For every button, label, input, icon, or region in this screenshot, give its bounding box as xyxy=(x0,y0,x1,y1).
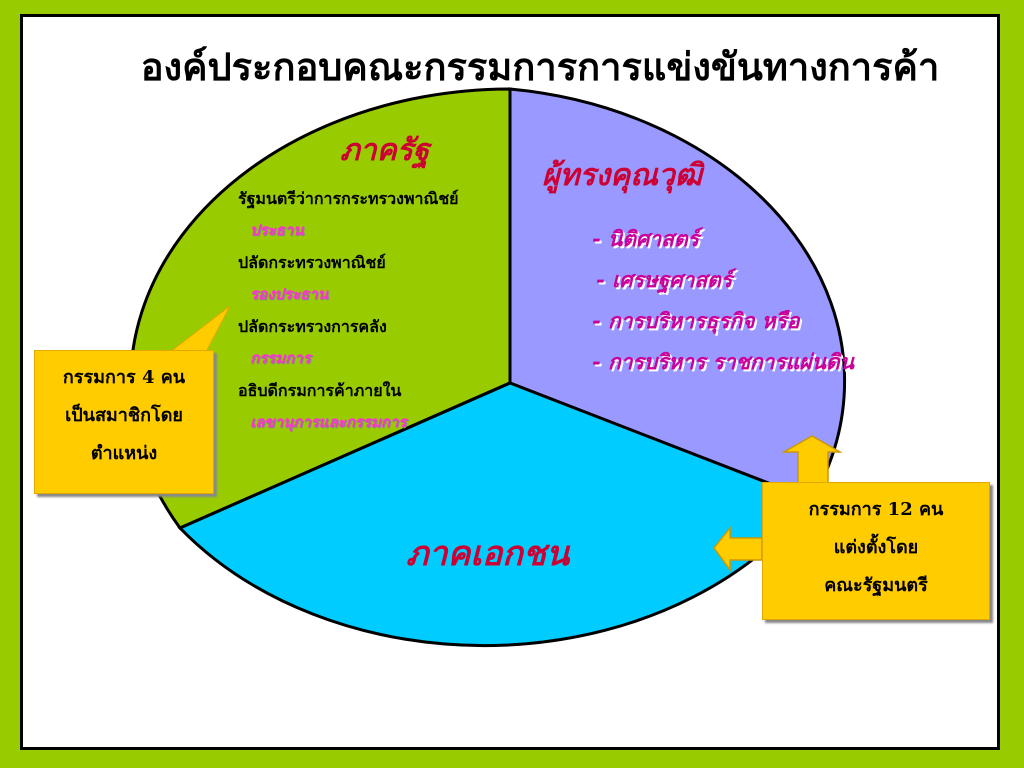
government-member-name: รัฐมนตรีว่าการกระทรวงพาณิชย์ xyxy=(238,189,459,208)
government-member-role: เลขานุการและกรรมการ xyxy=(250,413,407,431)
government-members-list: รัฐมนตรีว่าการกระทรวงพาณิชย์ ประธาน ปลัด… xyxy=(238,182,508,438)
government-member-role: ประธาน xyxy=(250,221,304,239)
government-member-name: ปลัดกระทรวงพาณิชย์ xyxy=(238,253,386,272)
ex-officio-members-callout: กรรมการ 4 คน เป็นสมาชิกโดย ตำแหน่ง xyxy=(34,350,214,494)
callout-line: กรรมการ 12 คน xyxy=(808,499,944,520)
callout-line: แต่งตั้งโดย xyxy=(833,537,919,558)
expert-field-item: - เศรษฐศาสตร์ xyxy=(596,267,733,292)
private-sector-title: ภาคเอกชน xyxy=(406,534,570,574)
experts-sector-slice xyxy=(508,87,847,502)
page-title: องค์ประกอบคณะกรรมการการแข่งขันทางการค้า xyxy=(140,44,940,89)
experts-fields-list: - นิติศาสตร์ - เศรษฐศาสตร์ - การบริหารธุ… xyxy=(592,218,854,382)
callout-line: คณะรัฐมนตรี xyxy=(824,575,928,596)
callout-line: ตำแหน่ง xyxy=(90,443,158,464)
callout-line: เป็นสมาชิกโดย xyxy=(65,405,183,426)
government-member-role: กรรมการ xyxy=(250,349,311,367)
experts-sector-title: ผู้ทรงคุณวุฒิ xyxy=(542,158,702,193)
expert-field-item: - การบริหาร ราชการแผ่นดิน xyxy=(592,349,854,374)
appointed-members-callout: กรรมการ 12 คน แต่งตั้งโดย คณะรัฐมนตรี xyxy=(762,482,990,620)
expert-field-item: - นิติศาสตร์ xyxy=(592,226,699,251)
government-member-name: ปลัดกระทรวงการคลัง xyxy=(238,317,387,336)
callout-line: กรรมการ 4 คน xyxy=(62,367,186,388)
government-member-name: อธิบดีกรมการค้าภายใน xyxy=(238,381,402,400)
government-sector-title: ภาครัฐ xyxy=(340,133,430,168)
expert-field-item: - การบริหารธุรกิจ หรือ xyxy=(592,308,800,333)
government-member-role: รองประธาน xyxy=(250,285,328,303)
